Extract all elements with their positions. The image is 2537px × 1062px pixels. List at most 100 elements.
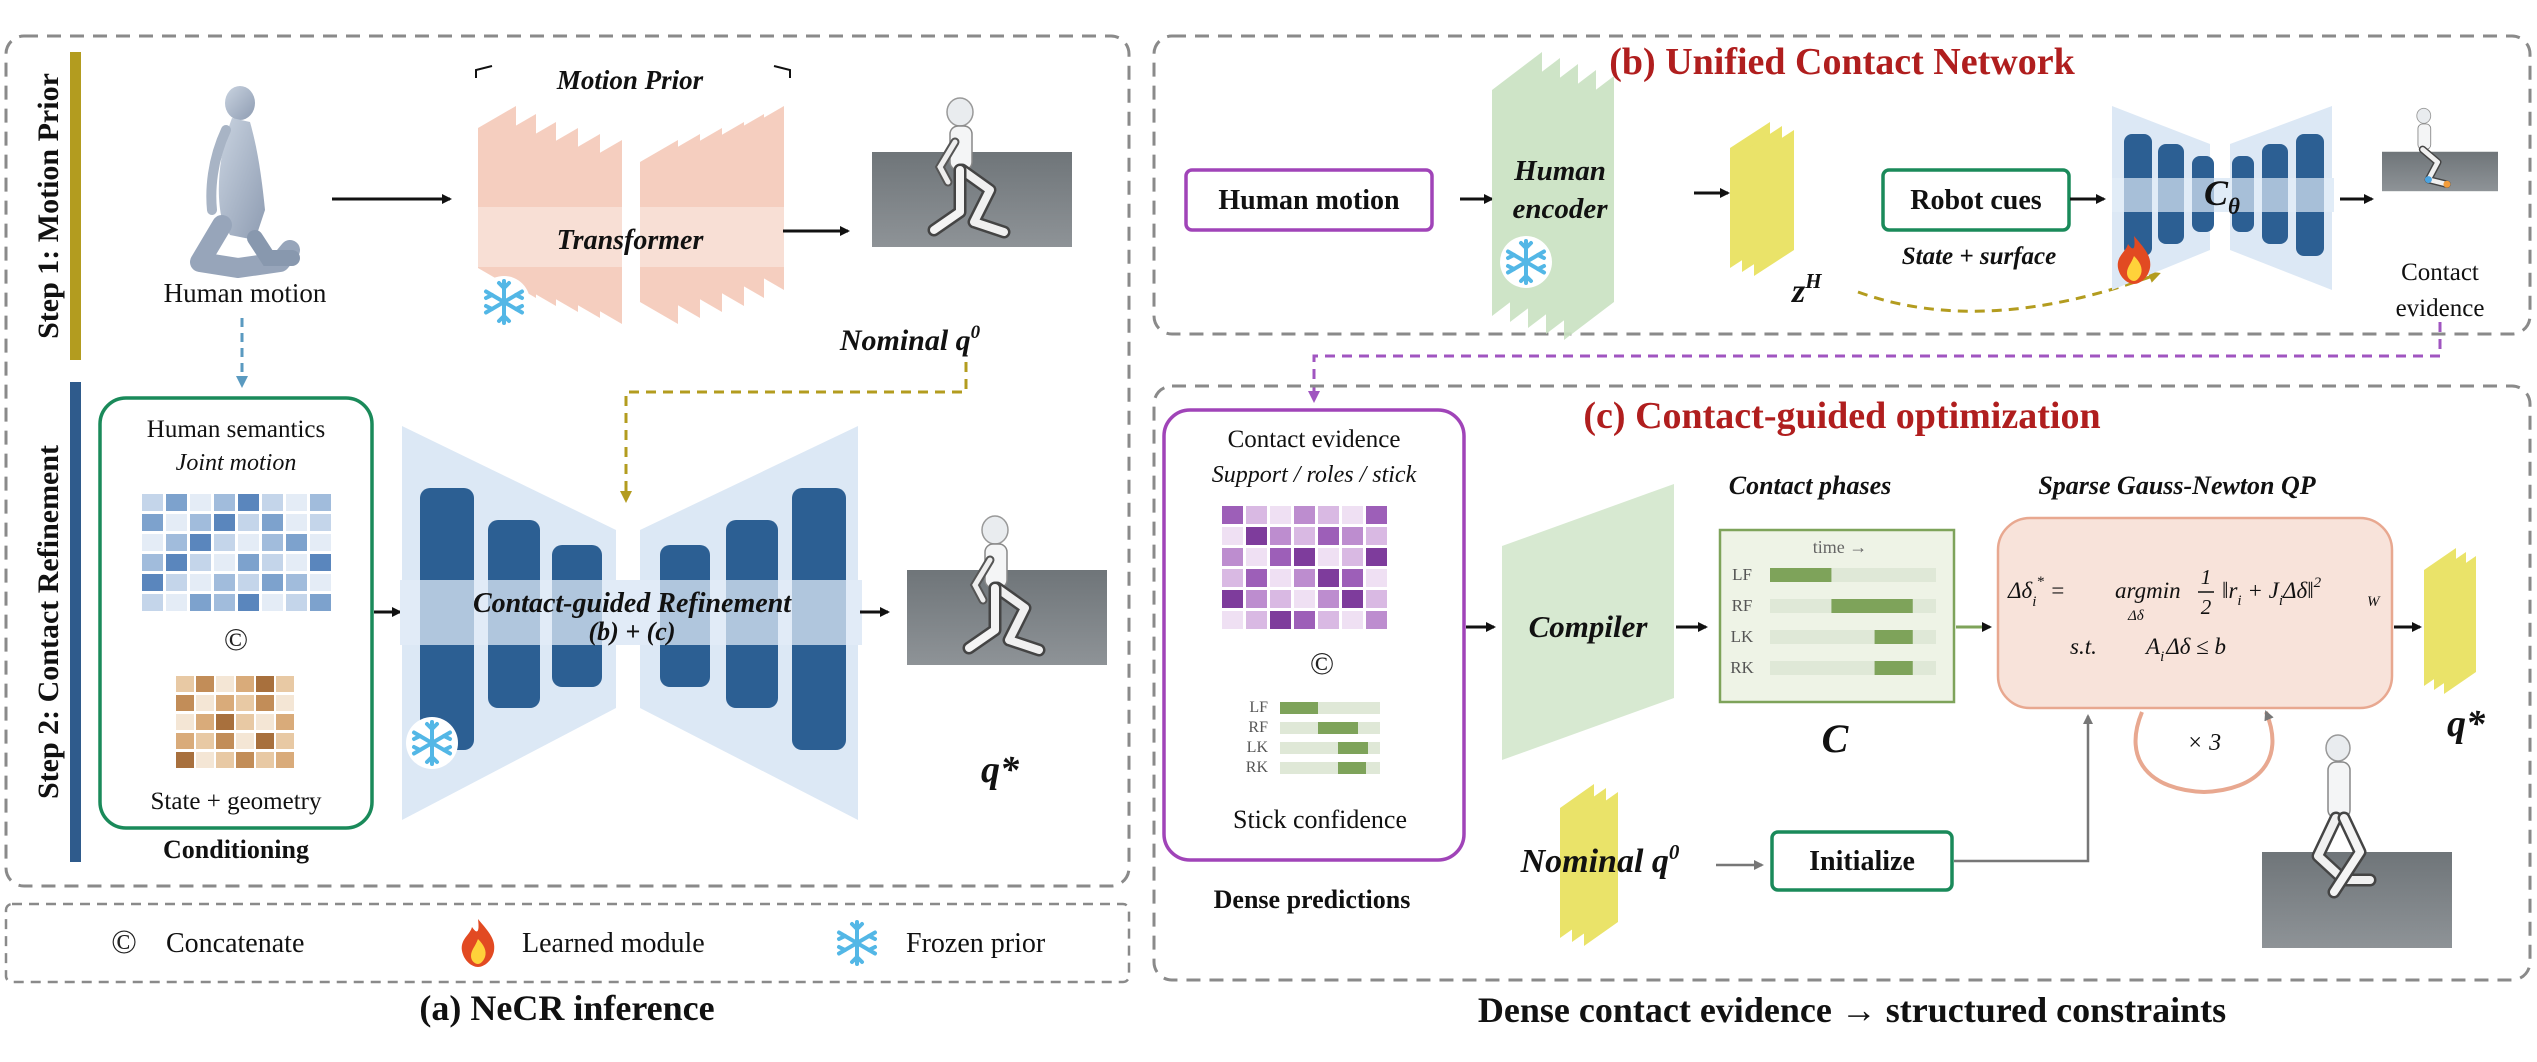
panel-b-title: (b) Unified Contact Network — [1609, 41, 2075, 83]
panel-c-caption: Dense contact evidence → structured cons… — [1478, 990, 2226, 1030]
state-geometry-label: State + geometry — [151, 788, 322, 815]
contact-phases-label: Contact phases — [1729, 471, 1892, 500]
panel-c-border — [1152, 384, 2532, 982]
transformer-label: Transformer — [557, 225, 705, 256]
legend-snowflake-icon — [829, 915, 885, 971]
arrow-evidence-to-optimization — [1308, 322, 2442, 403]
contact-evidence-heatmap — [1222, 506, 1387, 629]
legend-concatenate: Concatenate — [166, 928, 304, 959]
stick-confidence-bars: LF RF LK RK — [1246, 699, 1380, 776]
legend-concat-symbol: © — [111, 924, 137, 961]
human-motion-label-b: Human motion — [1218, 185, 1400, 216]
svg-text:RK: RK — [1246, 759, 1269, 776]
evidence-sub: Support / roles / stick — [1212, 462, 1417, 488]
joint-motion-heatmap — [142, 494, 331, 611]
panel-a: Step 1: Motion Prior Step 2: Contact Ref… — [4, 34, 1131, 888]
panel-a-caption: (a) NeCR inference — [419, 988, 714, 1028]
contact-evidence-line2: evidence — [2396, 295, 2485, 322]
step1-bar — [70, 52, 81, 360]
q-star-label-a: q* — [981, 749, 1020, 791]
legend-flame-icon — [461, 919, 495, 967]
panel-b: (b) Unified Contact Network Human motion… — [1152, 34, 2532, 340]
initialize-label: Initialize — [1809, 846, 1915, 877]
frozen-icon-transformer — [476, 274, 532, 330]
qp-box — [1996, 516, 2394, 710]
step2-bar — [70, 382, 81, 862]
svg-text:AiΔδ ≤ b: AiΔδ ≤ b — [2144, 634, 2226, 665]
z-h-label: zH — [1791, 269, 1822, 310]
svg-text:RF: RF — [1248, 719, 1268, 736]
svg-text:LF: LF — [1249, 699, 1268, 716]
q-star-label-c: q* — [2447, 703, 2486, 745]
legend-border — [4, 902, 1131, 984]
svg-text:s.t.: s.t. — [2070, 634, 2097, 659]
nominal-q0-label-c: Nominal q0 — [1520, 840, 1680, 880]
evidence-title: Contact evidence — [1228, 426, 1401, 453]
robot-nominal-figure — [872, 98, 1072, 247]
qp-equation: Δδi*= argmin Δδ 1 2 ‖ri + JiΔδ‖2 W s.t. … — [2007, 565, 2381, 665]
step2-label: Step 2: Contact Refinement — [32, 445, 65, 799]
compiler-label: Compiler — [1529, 609, 1649, 644]
robot-cues-box — [1881, 168, 2071, 232]
legend: © Concatenate Learned module Frozen prio… — [4, 902, 1131, 984]
robot-contact-evidence-figure — [2382, 107, 2498, 192]
robot-cues-label: Robot cues — [1910, 185, 2042, 216]
svg-text:Δδi*=: Δδi*= — [2007, 574, 2065, 610]
svg-text:LK: LK — [1247, 739, 1269, 756]
frozen-icon-encoder — [1498, 234, 1554, 290]
c-theta-label: Cθ — [2204, 173, 2240, 219]
dense-predictions-label: Dense predictions — [1214, 885, 1411, 914]
concat-symbol-a: © — [224, 621, 248, 657]
svg-text:argmin: argmin — [2115, 578, 2181, 603]
concat-symbol-c: © — [1310, 645, 1334, 681]
human-motion-figure — [190, 86, 300, 278]
qp-title: Sparse Gauss-Newton QP — [2038, 471, 2316, 500]
human-encoder-line2: encoder — [1512, 193, 1608, 225]
contact-guided-refinement-network — [400, 426, 862, 820]
robot-output-figure — [2262, 734, 2452, 948]
refinement-sub-label: (b) + (c) — [589, 617, 676, 646]
svg-text:Δδ: Δδ — [2127, 608, 2145, 624]
frozen-icon-refinement — [404, 715, 460, 771]
panel-c: (c) Contact-guided optimization Contact … — [1152, 384, 2532, 982]
contact-network-ctheta — [2112, 106, 2334, 290]
state-surface-label: State + surface — [1902, 243, 2057, 270]
nominal-q0-label-a: Nominal q0 — [839, 322, 981, 357]
motion-prior-label: Motion Prior — [556, 65, 704, 95]
conditioning-label: Conditioning — [163, 835, 309, 864]
c-label: C — [1822, 716, 1850, 761]
svg-text:‖ri + JiΔδ‖2: ‖ri + JiΔδ‖2 — [2222, 575, 2322, 609]
arrow-initialize-to-qp — [1954, 714, 2093, 863]
q-star-stack — [2424, 548, 2476, 694]
svg-text:LK: LK — [1731, 627, 1754, 646]
latent-zh-stack — [1730, 122, 1794, 276]
robot-refined-figure — [907, 516, 1107, 665]
nominal-q0-stack — [1560, 784, 1618, 946]
legend-learned: Learned module — [522, 928, 705, 959]
svg-text:W: W — [2367, 594, 2381, 610]
svg-text:2: 2 — [2201, 595, 2212, 619]
panel-b-border — [1152, 34, 2532, 336]
step1-label: Step 1: Motion Prior — [32, 73, 65, 339]
svg-text:LF: LF — [1732, 565, 1752, 584]
legend-frozen: Frozen prior — [906, 928, 1046, 959]
refinement-label: Contact-guided Refinement — [473, 588, 792, 619]
initialize-box — [1770, 830, 1954, 892]
human-motion-box — [1184, 168, 1434, 232]
svg-text:RF: RF — [1732, 596, 1753, 615]
time-label: time → — [1813, 537, 1868, 557]
panel-a-border — [4, 34, 1131, 888]
stick-confidence-label: Stick confidence — [1233, 805, 1407, 834]
svg-text:1: 1 — [2201, 565, 2212, 589]
human-motion-label-a: Human motion — [164, 278, 327, 308]
iteration-loop-arrow — [2133, 710, 2275, 795]
motion-prior-transformer — [474, 65, 791, 324]
human-semantics-label: Human semantics — [147, 416, 325, 443]
panel-c-title: (c) Contact-guided optimization — [1583, 395, 2100, 437]
state-geometry-heatmap — [176, 676, 294, 768]
compiler-block — [1502, 484, 1674, 760]
human-encoder-line1: Human — [1513, 155, 1606, 187]
joint-motion-label: Joint motion — [176, 450, 297, 476]
